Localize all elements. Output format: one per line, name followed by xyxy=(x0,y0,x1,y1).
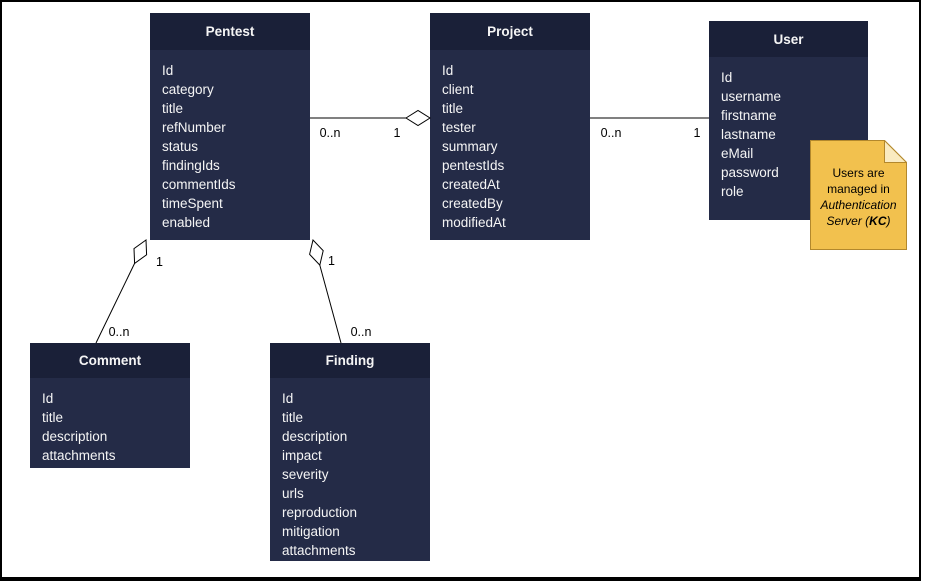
entity-field: mitigation xyxy=(282,524,340,539)
entity-field: commentIds xyxy=(162,177,236,192)
multiplicity-label: 0..n xyxy=(109,325,130,339)
sticky-note-shape-icon xyxy=(810,140,907,250)
relationship-project-user: 0..n 1 xyxy=(590,117,709,140)
entity-field: role xyxy=(721,184,744,199)
entity-field: impact xyxy=(282,448,322,463)
entity-pentest[interactable]: Pentest Id category title refNumber status fi… xyxy=(150,13,310,240)
entity-field: createdBy xyxy=(442,196,503,211)
entity-field: pentestIds xyxy=(442,158,505,173)
sticky-note[interactable]: Users are managed in Authentication Serv… xyxy=(810,140,907,250)
entity-field: Id xyxy=(442,63,454,78)
entity-comment-title: Comment xyxy=(30,343,190,378)
entity-field: modifiedAt xyxy=(442,215,506,230)
entity-field: Id xyxy=(42,391,54,406)
note-line: Authentication xyxy=(820,198,897,212)
aggregation-diamond-icon xyxy=(133,239,148,265)
entity-field: severity xyxy=(282,467,329,482)
entity-field: Id xyxy=(162,63,174,78)
entity-field: status xyxy=(162,139,199,154)
multiplicity-label: 0..n xyxy=(320,126,341,140)
entity-finding-title: Finding xyxy=(270,343,430,378)
entity-field: Id xyxy=(282,391,294,406)
entity-field: description xyxy=(42,429,108,444)
entity-field: refNumber xyxy=(162,120,226,135)
entity-finding[interactable]: Finding Id title description impact severity… xyxy=(270,343,430,561)
entity-field: title xyxy=(442,101,464,116)
entity-user-title: User xyxy=(709,21,868,57)
entity-field: category xyxy=(162,82,214,97)
multiplicity-label: 0..n xyxy=(351,325,372,339)
entity-project-fields: Id client title tester summary pentestIds crea… xyxy=(430,50,590,240)
multiplicity-label: 1 xyxy=(394,126,401,140)
entity-field: createdAt xyxy=(442,177,500,192)
entity-field: findingIds xyxy=(162,158,220,173)
entity-field: title xyxy=(282,410,304,425)
entity-field: title xyxy=(162,101,184,116)
entity-field: reproduction xyxy=(282,505,358,520)
entity-comment[interactable]: Comment Id title description attachments xyxy=(30,343,190,468)
multiplicity-label: 1 xyxy=(156,255,163,269)
entity-project[interactable]: Project Id client title tester summary pentes… xyxy=(430,13,590,240)
entity-field: timeSpent xyxy=(162,196,223,211)
entity-project-title: Project xyxy=(430,13,590,50)
entity-field: title xyxy=(42,410,64,425)
entity-field: username xyxy=(721,89,782,104)
multiplicity-label: 1 xyxy=(328,254,335,268)
entity-field: attachments xyxy=(42,448,116,463)
entity-field: firstname xyxy=(721,108,777,123)
relationship-pentest-comment: 1 0..n xyxy=(95,239,163,344)
note-line: Users are xyxy=(832,166,885,180)
entity-field: description xyxy=(282,429,348,444)
entity-comment-fields: Id title description attachments xyxy=(30,378,190,468)
entity-field: enabled xyxy=(162,215,211,230)
note-line: Server (KC) xyxy=(826,214,891,228)
entity-field: urls xyxy=(282,486,304,501)
entity-finding-fields: Id title description impact severity urls repr… xyxy=(270,378,430,561)
aggregation-diamond-icon xyxy=(405,109,431,127)
multiplicity-label: 0..n xyxy=(601,126,622,140)
entity-pentest-title: Pentest xyxy=(150,13,310,50)
entity-field: Id xyxy=(721,70,733,85)
relationship-pentest-project: 0..n 1 xyxy=(310,109,431,140)
entity-field: summary xyxy=(442,139,498,154)
entity-field: lastname xyxy=(721,127,776,142)
aggregation-diamond-icon xyxy=(309,238,324,267)
entity-user-fields: Id username firstname lastname eMail password… xyxy=(709,57,868,220)
sticky-note-text: Users are managed in Authentication Serv… xyxy=(810,140,907,229)
entity-user[interactable]: User Id username firstname lastname eMail pas… xyxy=(709,21,868,220)
relationship-pentest-finding: 1 0..n xyxy=(309,238,372,344)
entity-field: tester xyxy=(442,120,476,135)
entity-field: attachments xyxy=(282,543,356,558)
note-line: managed in xyxy=(827,182,890,196)
entity-field: password xyxy=(721,165,779,180)
multiplicity-label: 1 xyxy=(694,126,701,140)
entity-field: client xyxy=(442,82,474,97)
entity-pentest-fields: Id category title refNumber status findingIds… xyxy=(150,50,310,240)
entity-field: eMail xyxy=(721,146,754,161)
